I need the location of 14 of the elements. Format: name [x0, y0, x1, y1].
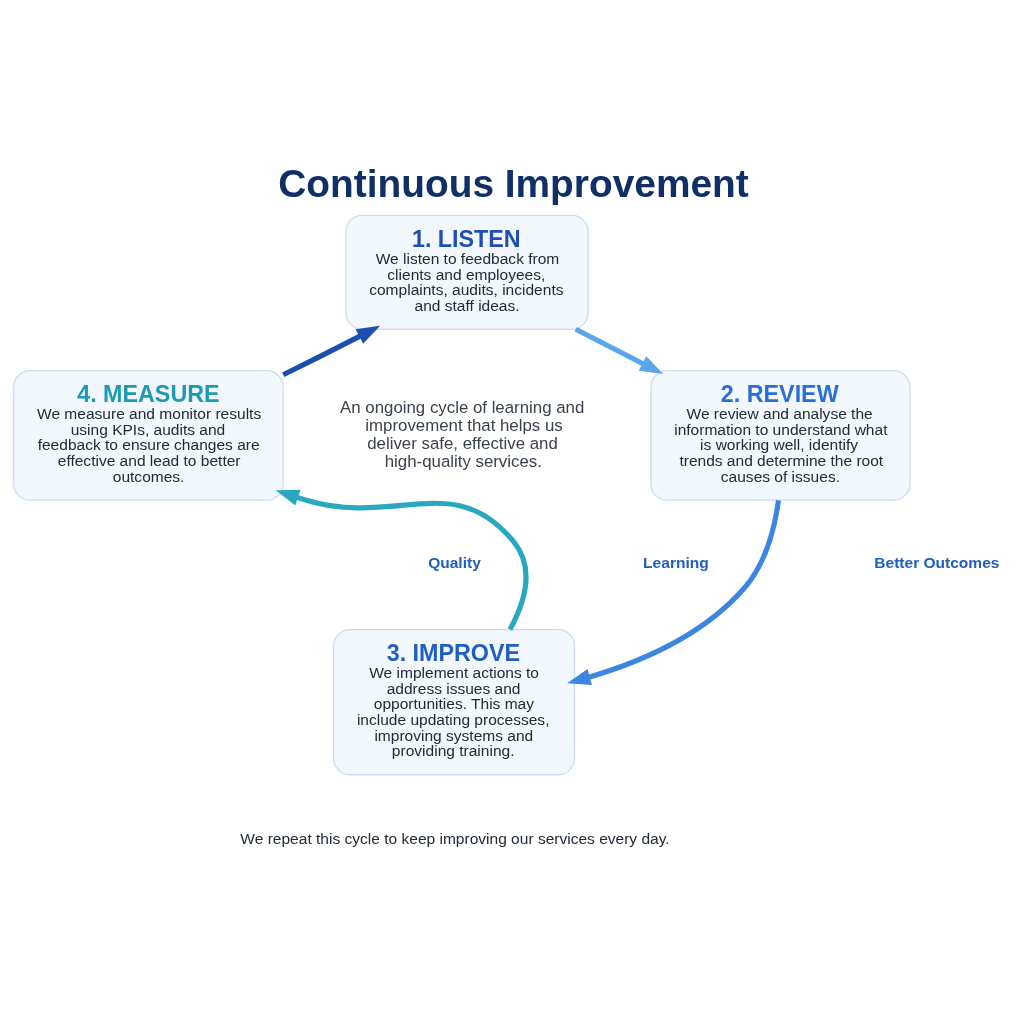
- arrow: [567, 499, 781, 685]
- node-box: 4. MEASURE We measure and monitor results using KPIs, audits and feedback to ensure changes are effective and lead to better outcomes.: [13, 369, 284, 501]
- label: Learning: [643, 553, 709, 571]
- arrow: [275, 489, 529, 631]
- node-box: 2. REVIEW We review and analyse the information to understand what is working well, identify trends and determine the root causes of issues.: [650, 369, 911, 501]
- node-box: 1. LISTEN We listen to feedback from clients and employees, complaints, audits, incidents and staff ideas.: [345, 214, 589, 330]
- diagram-title: Continuous Improvement: [278, 161, 749, 205]
- arrow: [282, 325, 381, 377]
- node-box: 3. IMPROVE We implement actions to address issues and opportunities. This may include updating processes, improving systems and providing training.: [332, 628, 576, 775]
- label: Quality: [428, 553, 481, 571]
- label: Better Outcomes: [874, 553, 1000, 571]
- label: We repeat this cycle to keep improving our services every day.: [240, 829, 670, 847]
- arrow: [574, 326, 664, 374]
- label: An ongoing cycle of learning and improvement that helps us deliver safe, effective and high-quality services.: [340, 397, 585, 471]
